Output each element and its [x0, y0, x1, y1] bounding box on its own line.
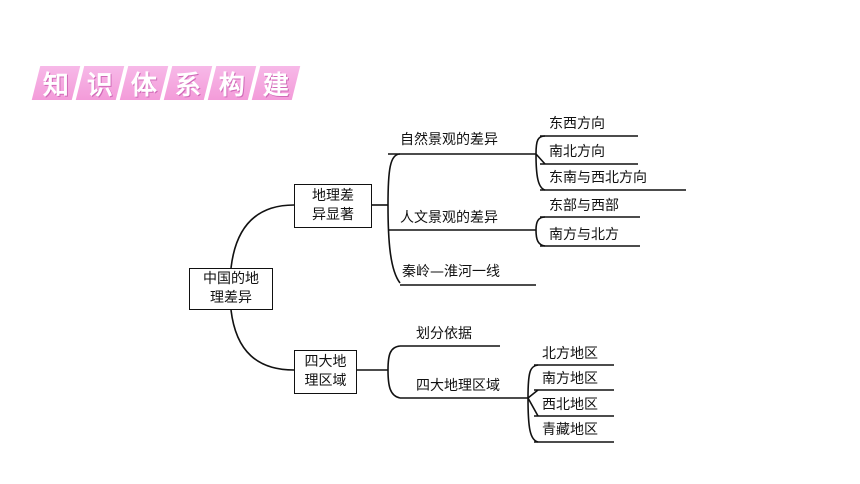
- label-northwest-region: 西北地区: [542, 397, 598, 413]
- root-node: 中国的地理差异: [189, 268, 273, 310]
- label-east-west: 东西方向: [549, 116, 605, 132]
- branch-a-node: 地理差异显著: [294, 184, 372, 228]
- label-qingzang-region: 青藏地区: [542, 422, 598, 438]
- label-north-south: 南北方向: [549, 144, 605, 160]
- connector-a-top: [387, 153, 401, 206]
- label-southern-region: 南方地区: [542, 371, 598, 387]
- connector-natural-bracket: [535, 135, 546, 191]
- connector-regions-bracket: [527, 364, 539, 443]
- branch-b-node: 四大地理区域: [294, 350, 357, 394]
- label-division-basis: 划分依据: [416, 326, 472, 342]
- connector-b-bottom: [387, 369, 401, 399]
- branch-a-line2: 异显著: [312, 207, 354, 223]
- connector-b-top: [387, 345, 401, 371]
- connector-root-top: [230, 204, 295, 269]
- label-northern-region: 北方地区: [542, 346, 598, 362]
- branch-b-line1: 四大地: [304, 354, 347, 370]
- connector-a-bottom: [387, 204, 401, 284]
- connector-human-bracket: [535, 216, 546, 247]
- connector-root-bottom: [230, 309, 295, 371]
- branch-b-line2: 理区域: [304, 373, 347, 389]
- root-line2: 理差异: [210, 290, 252, 306]
- branch-a-line1: 地理差: [312, 188, 354, 204]
- label-qinling-huaihe: 秦岭—淮河一线: [402, 264, 500, 280]
- label-four-regions: 四大地理区域: [416, 378, 500, 394]
- label-southeast-northwest: 东南与西北方向: [549, 170, 647, 186]
- root-line1: 中国的地: [203, 271, 259, 287]
- label-natural-landscape: 自然景观的差异: [400, 132, 498, 148]
- label-human-landscape: 人文景观的差异: [400, 210, 498, 226]
- label-east-vs-west: 东部与西部: [549, 198, 619, 214]
- label-south-vs-north: 南方与北方: [549, 227, 619, 243]
